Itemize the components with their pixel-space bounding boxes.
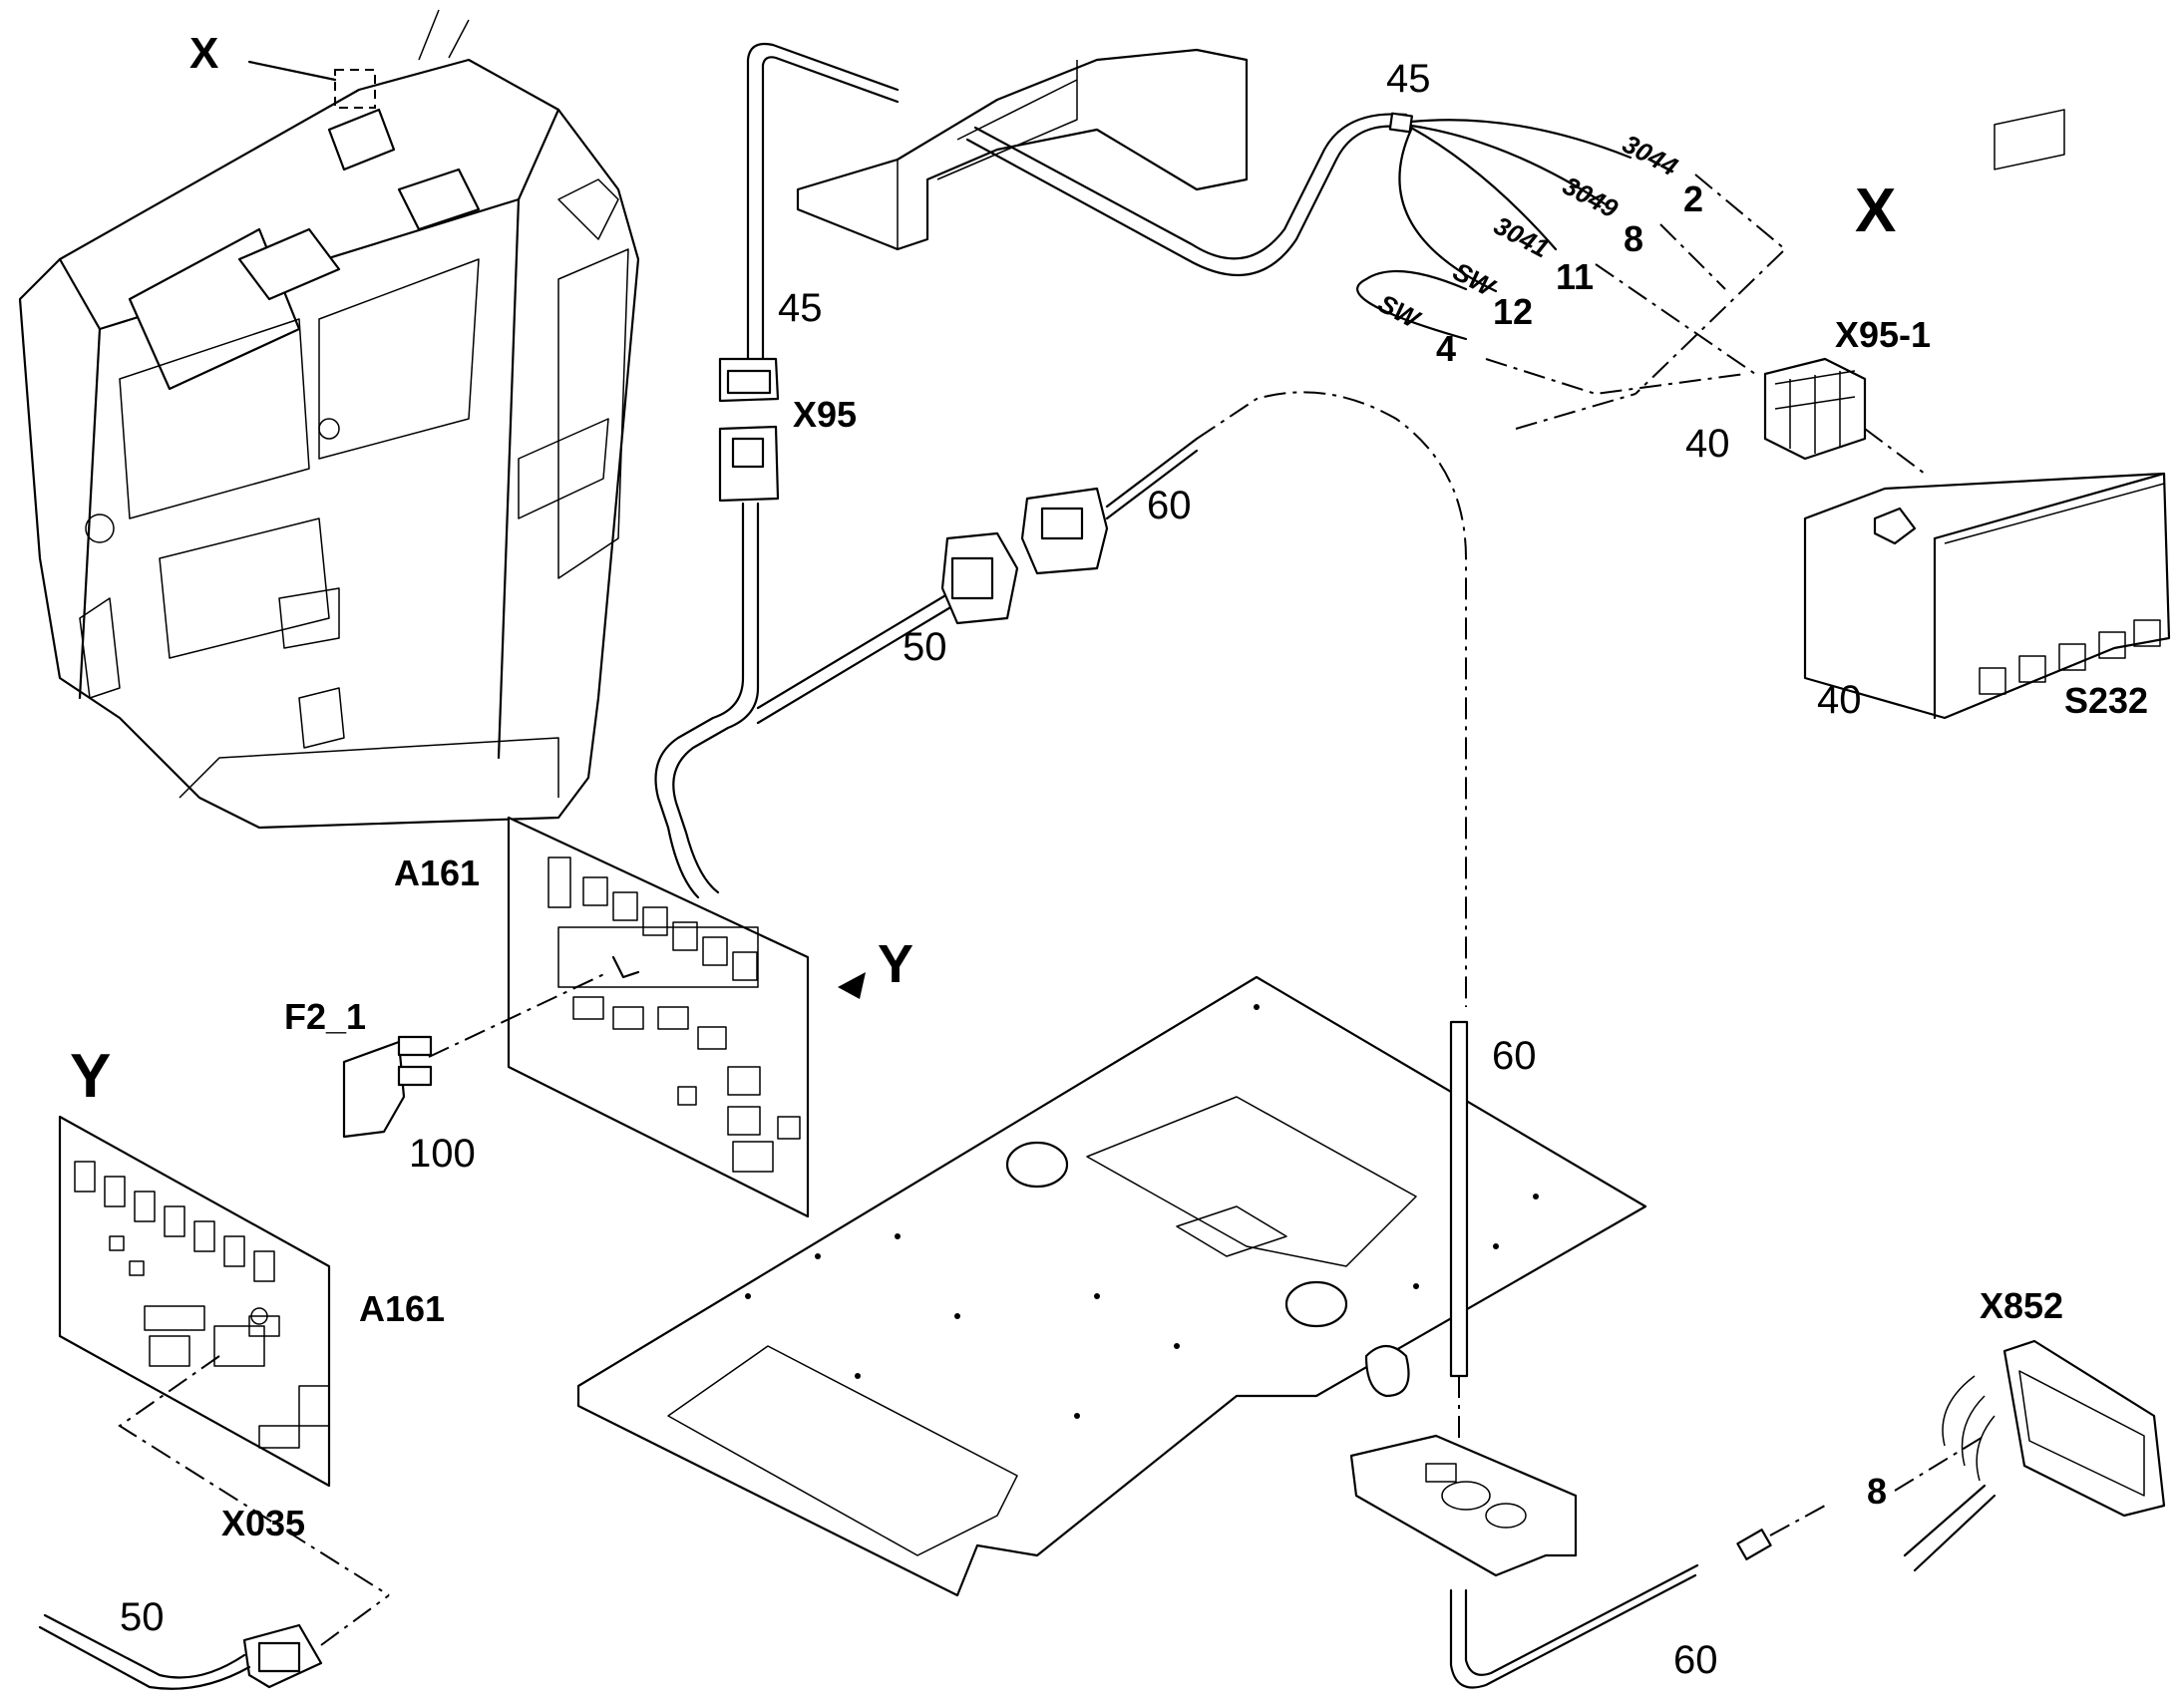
fuse-f2-1-label: F2_1 bbox=[284, 996, 366, 1037]
cable-grommet-block bbox=[1349, 1434, 1578, 1577]
view-arrow-icon bbox=[838, 972, 866, 999]
wire-route-lines bbox=[1485, 173, 1787, 430]
connector-x95-1-label: X95-1 bbox=[1835, 314, 1931, 355]
operator-cab bbox=[18, 9, 640, 830]
detail-y-arrow-icon bbox=[611, 955, 640, 979]
wire-pin-11: 11 bbox=[1556, 256, 1594, 297]
wire-pin-8: 8 bbox=[1624, 218, 1643, 259]
switch-s232 bbox=[1803, 109, 2171, 720]
connector-x035 bbox=[38, 1594, 390, 1690]
part-labels: 45 X 45 X95 60 50 X95-1 40 40 S232 A161 … bbox=[70, 57, 2148, 1682]
part-50-a-label: 50 bbox=[903, 625, 947, 669]
fuse-f2-1 bbox=[342, 971, 609, 1139]
detail-x-cab-label: X bbox=[189, 29, 218, 78]
part-8-label: 8 bbox=[1867, 1471, 1887, 1512]
part-60-a-label: 60 bbox=[1147, 484, 1192, 527]
circuit-board-a161-top bbox=[507, 816, 810, 1218]
part-40-b-label: 40 bbox=[1817, 678, 1862, 722]
detail-x-label: X bbox=[1855, 176, 1896, 245]
harness-50 bbox=[654, 391, 1467, 1007]
wire-pin-2: 2 bbox=[1683, 178, 1703, 219]
part-100-label: 100 bbox=[409, 1132, 476, 1176]
board-a161-bottom-label: A161 bbox=[359, 1288, 445, 1329]
floor-plate bbox=[576, 975, 1647, 1597]
wire-code-3049: 3049 bbox=[1558, 171, 1624, 224]
part-45-side-label: 45 bbox=[778, 286, 823, 330]
wire-pin-12: 12 bbox=[1493, 291, 1533, 332]
connector-x035-label: X035 bbox=[221, 1503, 305, 1543]
part-40-a-label: 40 bbox=[1685, 422, 1730, 466]
connector-x95-label: X95 bbox=[793, 394, 857, 435]
cab-duct-bracket bbox=[796, 48, 1249, 251]
wire-code-3044: 3044 bbox=[1618, 129, 1683, 182]
connector-x852 bbox=[1894, 1339, 2166, 1572]
wire-code-labels: 3044 3049 3041 SW SW 2 8 11 12 4 bbox=[1373, 129, 1703, 369]
part-60-b-label: 60 bbox=[1492, 1034, 1537, 1078]
detail-y-arrow-label: Y bbox=[878, 934, 913, 994]
detail-y-label: Y bbox=[70, 1042, 111, 1111]
connector-x95 bbox=[718, 357, 780, 503]
part-50-b-label: 50 bbox=[120, 1595, 165, 1639]
circuit-board-a161-bottom bbox=[58, 1115, 390, 1596]
connector-x95-1 bbox=[1763, 357, 1926, 475]
part-60-c-label: 60 bbox=[1673, 1638, 1718, 1682]
wire-code-3041: 3041 bbox=[1489, 210, 1554, 264]
part-45-top-label: 45 bbox=[1386, 57, 1431, 101]
connector-x852-label: X852 bbox=[1980, 1285, 2063, 1326]
board-a161-top-label: A161 bbox=[394, 853, 480, 893]
wire-code-sw-4: SW bbox=[1373, 288, 1426, 335]
switch-s232-label: S232 bbox=[2064, 680, 2148, 721]
harness-45 bbox=[746, 42, 1633, 361]
detail-x-marker bbox=[334, 69, 376, 109]
wire-pin-4: 4 bbox=[1436, 328, 1456, 369]
harness-60 bbox=[1449, 1020, 1826, 1689]
